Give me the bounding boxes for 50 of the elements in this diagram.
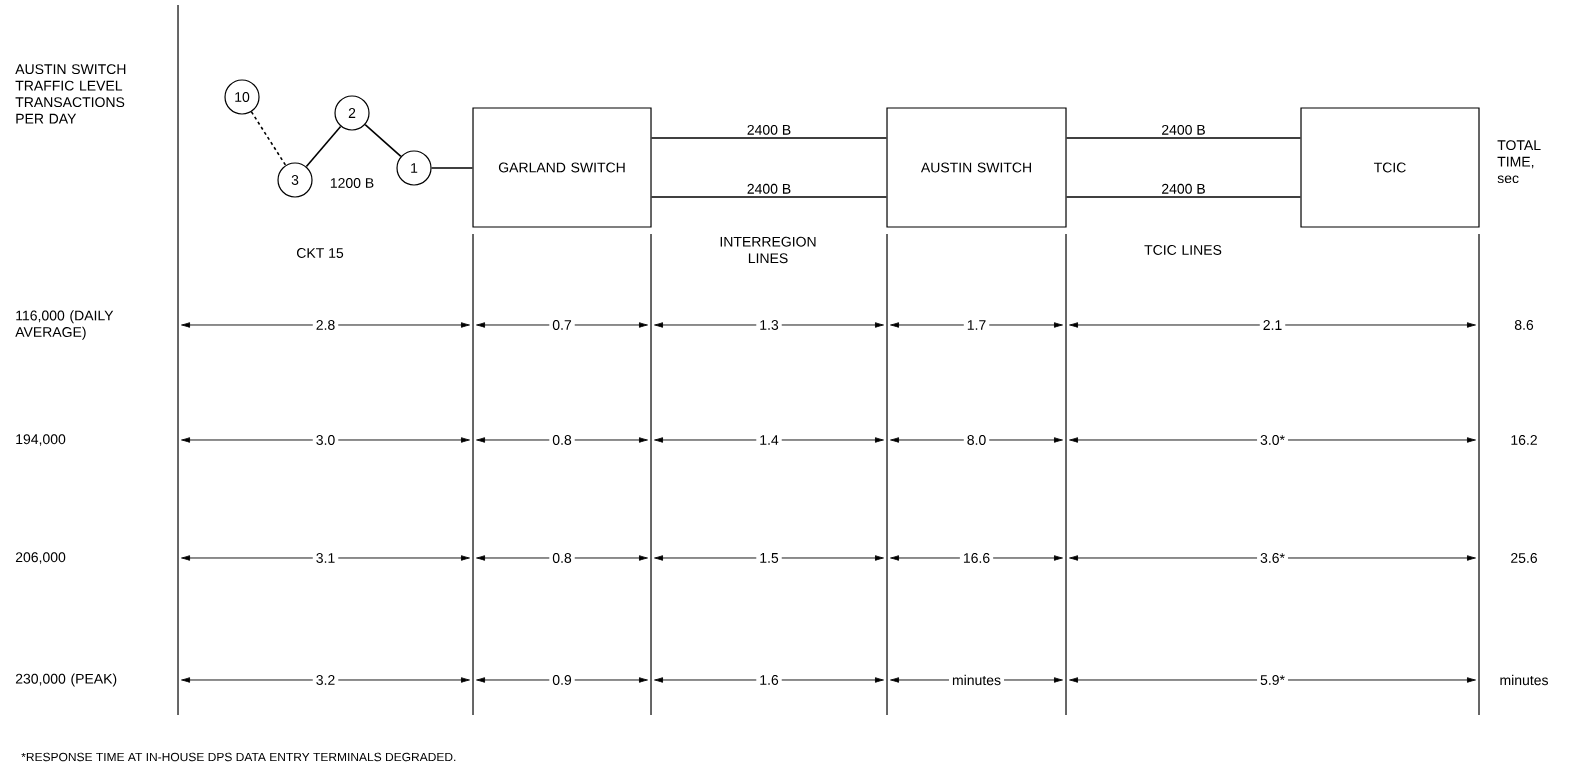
row-label: 230,000 (PEAK) xyxy=(15,673,117,687)
dimension-value: 1.5 xyxy=(756,550,782,566)
dimension-value: 1.6 xyxy=(756,672,782,688)
edge-label: 2400 B xyxy=(1162,183,1205,194)
row-label: 206,000 xyxy=(15,552,66,564)
dimension-value: 3.2 xyxy=(312,672,339,688)
switch-box: AUSTIN SWITCH xyxy=(886,107,1067,228)
dimension-value: 0.8 xyxy=(549,432,575,448)
connector-line xyxy=(1065,137,1302,139)
column-label: CKT 15 xyxy=(297,248,344,258)
dimension-value: 2.8 xyxy=(312,317,339,333)
total-value: 25.6 xyxy=(1511,553,1537,563)
total-value: minutes xyxy=(1500,674,1548,686)
column-label: TCIC LINES xyxy=(1144,245,1222,255)
connector-line xyxy=(430,167,474,169)
total-value: 16.2 xyxy=(1511,435,1537,445)
dimension-value: 1.4 xyxy=(756,432,782,448)
dimension-value: 2.1 xyxy=(1259,317,1286,333)
connector-line xyxy=(305,125,342,168)
row-label: 116,000 (DAILY AVERAGE) xyxy=(15,310,114,340)
connector-line xyxy=(1065,196,1302,198)
connector-line xyxy=(650,137,888,139)
total-value: 8.6 xyxy=(1514,320,1534,330)
row-header: AUSTIN SWITCH TRAFFIC LEVEL TRANSACTIONS PER DAY xyxy=(15,64,126,124)
row-label: 194,000 xyxy=(16,434,66,446)
column-header: TOTAL TIME, sec xyxy=(1497,140,1541,184)
dimension-value: 3.6* xyxy=(1257,550,1288,566)
edge-label: 2400 B xyxy=(747,124,791,135)
column-label: INTERREGION LINES xyxy=(720,236,816,264)
dimension-value: 3.0* xyxy=(1257,432,1288,448)
line-label: 1200 B xyxy=(330,178,374,188)
dimension-value: 1.7 xyxy=(963,317,990,333)
connector-line xyxy=(250,111,287,166)
connector-line xyxy=(650,196,888,198)
edge-label: 2400 B xyxy=(1162,124,1205,135)
dimension-value: 1.3 xyxy=(756,317,782,333)
dimension-value: 8.0 xyxy=(963,432,990,448)
footnote: *RESPONSE TIME AT IN-HOUSE DPS DATA ENTRY TERMINALS DEGRADED. xyxy=(21,752,456,762)
dimension-value: 0.7 xyxy=(549,317,575,333)
switch-box: TCIC xyxy=(1300,107,1480,228)
dimension-value: 3.1 xyxy=(312,550,339,566)
dimension-value: 16.6 xyxy=(959,550,994,566)
connector-line xyxy=(364,123,402,158)
dimension-value: 5.9* xyxy=(1257,672,1288,688)
dimension-value: 3.0 xyxy=(312,432,339,448)
switch-box: GARLAND SWITCH xyxy=(472,107,652,228)
edge-label: 2400 B xyxy=(747,183,791,194)
dimension-value: 0.8 xyxy=(549,550,575,566)
dimension-value: 0.9 xyxy=(549,672,575,688)
dimension-value: minutes xyxy=(949,671,1004,689)
